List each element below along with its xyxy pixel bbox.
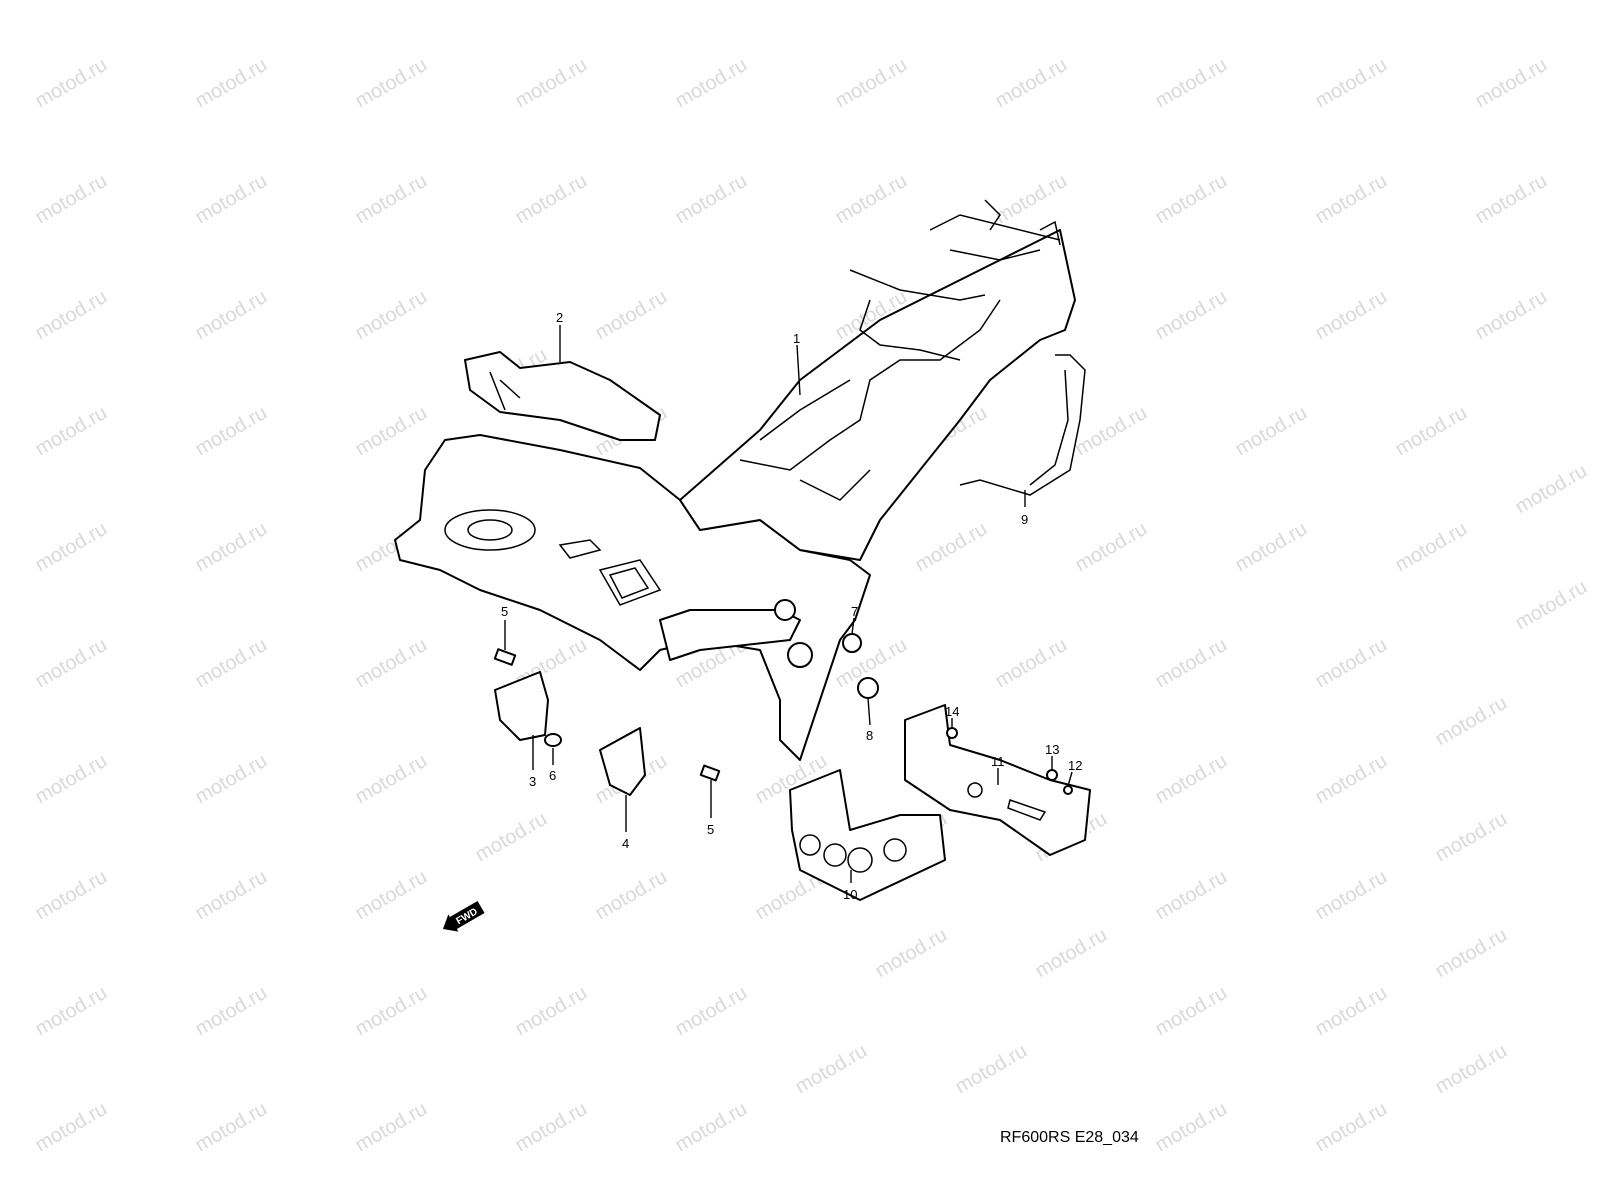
leader-lines [504, 325, 1073, 883]
callout-4: 4 [622, 836, 629, 851]
callout-1: 1 [793, 331, 800, 346]
callout-13: 13 [1045, 742, 1059, 757]
callout-11: 11 [991, 754, 1005, 769]
callout-7: 7 [851, 604, 858, 619]
part-14-bolt[interactable] [946, 727, 958, 739]
part-10-guard[interactable] [789, 769, 946, 901]
callout-6: 6 [549, 768, 556, 783]
callout-9: 9 [1021, 512, 1028, 527]
callout-5: 5 [501, 604, 508, 619]
fwd-arrow-icon: FWD [442, 900, 485, 932]
part-8-nut[interactable] [857, 677, 879, 699]
part-12-bolt[interactable] [1063, 785, 1073, 795]
part-5-bolt[interactable] [699, 764, 721, 782]
part-2-frame-cover[interactable] [464, 351, 661, 441]
callout-10: 10 [843, 887, 857, 902]
diagram-code: RF600RS E28_034 [1000, 1129, 1139, 1146]
fwd-label: FWD [454, 906, 479, 927]
part-7-nut[interactable] [842, 633, 862, 653]
part-6-washer[interactable] [544, 733, 562, 747]
part-4-bracket[interactable] [599, 727, 646, 796]
callout-5b: 5 [707, 822, 714, 837]
part-9-rear-bracket[interactable] [959, 354, 1086, 496]
part-13-bolt[interactable] [1046, 769, 1058, 781]
part-5-bolt[interactable] [493, 648, 517, 666]
callout-8: 8 [866, 728, 873, 743]
callout-3: 3 [529, 774, 536, 789]
callout-2: 2 [556, 310, 563, 325]
part-3-bracket[interactable] [494, 671, 549, 741]
callout-14: 14 [945, 704, 959, 719]
part-1-main-frame[interactable] [394, 199, 1076, 761]
callout-12: 12 [1068, 758, 1082, 773]
